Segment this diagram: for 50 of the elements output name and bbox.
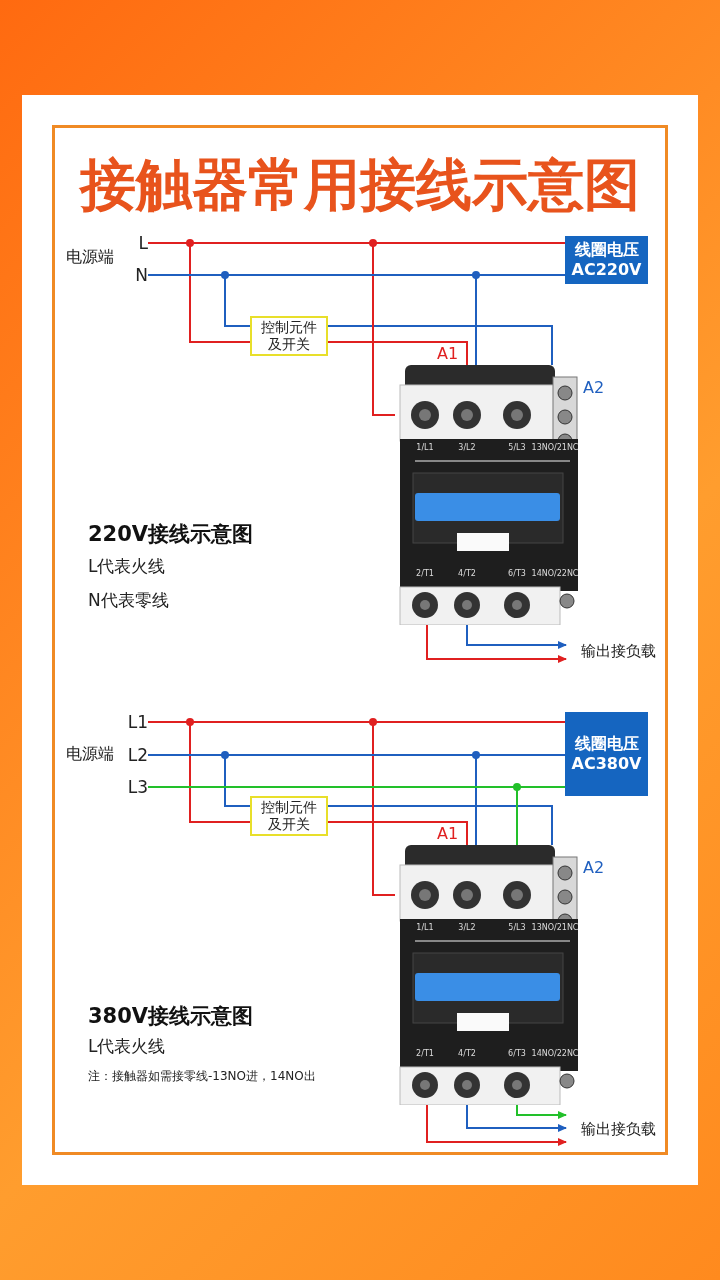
- terminal-label: 13NO/21NC: [530, 923, 580, 933]
- legend-note: N代表零线: [88, 589, 169, 612]
- power-source-label: 电源端: [66, 744, 114, 765]
- wire: [147, 274, 477, 366]
- section-heading: 220V接线示意图: [88, 521, 254, 548]
- arrow: [426, 624, 567, 663]
- terminal-label: 4/T2: [457, 1049, 477, 1059]
- power-source-label: 电源端: [66, 247, 114, 268]
- voltage-box: 线圈电压 AC380V: [565, 712, 648, 796]
- line-label: L3: [114, 775, 148, 799]
- wire: [147, 754, 477, 846]
- legend-note: L代表火线: [88, 1035, 166, 1058]
- terminal-label: A2: [583, 858, 605, 878]
- line-label: L1: [114, 710, 148, 734]
- footnote: 注：接触器如需接零线-13NO进，14NO出: [88, 1068, 316, 1085]
- wire: [327, 341, 468, 366]
- terminal-label: 3/L2: [457, 923, 477, 933]
- terminal-label: 1/L1: [415, 923, 435, 933]
- output-label: 输出接负载: [566, 636, 656, 666]
- wire: [327, 821, 468, 846]
- wire: [147, 721, 396, 896]
- terminal-label: A1: [437, 344, 459, 364]
- voltage-box: 线圈电压 AC220V: [565, 236, 648, 284]
- title: 接触器常用接线示意图: [78, 151, 641, 219]
- arrow: [466, 624, 567, 649]
- terminal-label: 14NO/22NC: [530, 1049, 580, 1059]
- line-label: L2: [114, 743, 148, 767]
- section-heading: 380V接线示意图: [88, 1003, 254, 1030]
- terminal-label: 14NO/22NC: [530, 569, 580, 579]
- wire: [327, 805, 553, 846]
- arrow: [466, 1104, 567, 1132]
- arrow: [426, 1104, 567, 1146]
- wire: [147, 786, 518, 846]
- wire: [327, 325, 553, 366]
- control-switch-box: 控制元件及开关: [250, 796, 328, 836]
- terminal-label: A1: [437, 824, 459, 844]
- wire: [147, 242, 396, 416]
- terminal-label: 13NO/21NC: [530, 443, 580, 453]
- terminal-label: A2: [583, 378, 605, 398]
- terminal-label: 2/T1: [415, 1049, 435, 1059]
- arrow: [516, 1104, 567, 1119]
- terminal-label: 4/T2: [457, 569, 477, 579]
- terminal-label: 1/L1: [415, 443, 435, 453]
- legend-note: L代表火线: [88, 555, 166, 578]
- terminal-label: 3/L2: [457, 443, 477, 453]
- line-label: L: [124, 231, 148, 255]
- line-label: N: [124, 263, 148, 287]
- control-switch-box: 控制元件及开关: [250, 316, 328, 356]
- output-label: 输出接负载: [566, 1108, 656, 1150]
- terminal-label: 2/T1: [415, 569, 435, 579]
